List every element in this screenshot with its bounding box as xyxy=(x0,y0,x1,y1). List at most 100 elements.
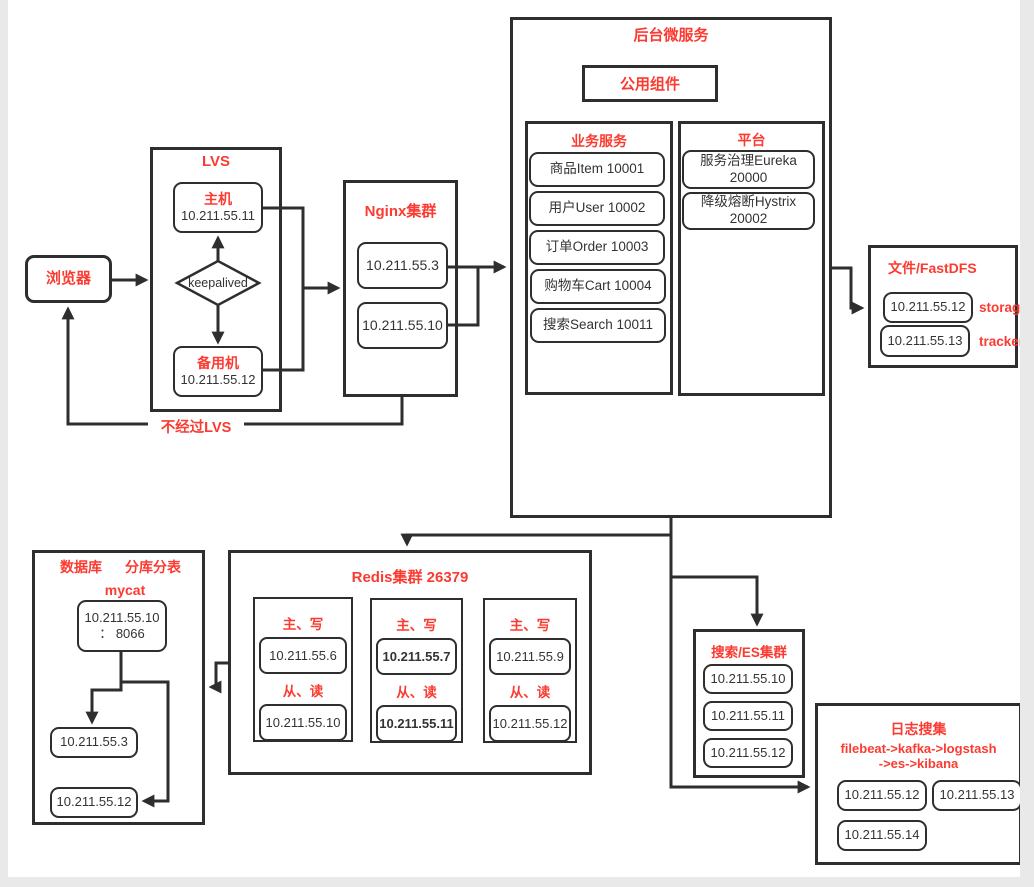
platform-container xyxy=(678,121,825,396)
redis-master-ip: 10.211.55.7 xyxy=(382,649,451,664)
redis-slave-ip: 10.211.55.11 xyxy=(379,716,454,731)
db-shard-ip: 10.211.55.3 xyxy=(60,734,128,750)
keepalived-diamond xyxy=(174,259,262,307)
redis-slave-node: 10.211.55.11 xyxy=(376,705,457,742)
platform-node: 降级熔断Hystrix 20002 xyxy=(682,192,815,230)
es-node-ip: 10.211.55.10 xyxy=(710,670,786,686)
redis-slave-ip: 10.211.55.10 xyxy=(265,715,341,730)
service-node: 用户User 10002 xyxy=(529,191,665,226)
redis-master-label: 主、写 xyxy=(282,617,324,632)
redis-slave-label: 从、读 xyxy=(509,685,551,700)
redis-slave-label: 从、读 xyxy=(282,684,324,699)
lvs-master-ip: 10.211.55.11 xyxy=(181,208,255,224)
mycat-title: mycat xyxy=(104,582,146,598)
nginx-node-ip: 10.211.55.10 xyxy=(362,316,443,333)
arrow-backend-to-es xyxy=(671,575,764,627)
logging-title: 日志搜集 xyxy=(890,721,947,737)
arrow-mycat-to-shard2 xyxy=(121,680,170,808)
lvs-container xyxy=(150,147,282,412)
logging-pipeline: filebeat->kafka->logstash xyxy=(840,741,997,756)
es-title: 搜索/ES集群 xyxy=(711,645,787,660)
platform-node-port: 20002 xyxy=(729,211,768,226)
arrow-redis-to-database xyxy=(208,661,228,694)
arrow-backend-to-redis xyxy=(400,533,671,547)
redis-title: Redis集群 26379 xyxy=(351,569,469,586)
service-node: 商品Item 10001 xyxy=(529,152,665,187)
nginx-output-rail xyxy=(448,265,480,327)
redis-master-ip: 10.211.55.9 xyxy=(496,649,564,664)
service-node: 订单Order 10003 xyxy=(529,230,665,265)
keepalived-label: keepalived xyxy=(188,276,248,290)
arrow-backend-to-fastdfs xyxy=(832,266,865,315)
platform-node-port: 20000 xyxy=(729,169,768,185)
fastdfs-container xyxy=(868,245,1018,368)
lvs-backup-ip: 10.211.55.12 xyxy=(180,372,256,388)
redis-master-label: 主、写 xyxy=(509,618,551,633)
fastdfs-node: 10.211.55.12 xyxy=(883,292,973,323)
redis-group: 主、写 10.211.55.9 从、读 10.211.55.12 xyxy=(483,598,577,743)
frame-bottom xyxy=(0,877,1034,887)
business-services-title: 业务服务 xyxy=(571,133,627,149)
service-node: 搜索Search 10011 xyxy=(530,308,666,343)
es-node: 10.211.55.10 xyxy=(703,664,793,694)
redis-slave-label: 从、读 xyxy=(396,685,437,700)
platform-title: 平台 xyxy=(737,132,766,148)
redis-master-label: 主、写 xyxy=(396,618,437,633)
redis-master-ip: 10.211.55.6 xyxy=(269,648,337,663)
nginx-node-ip: 10.211.55.3 xyxy=(366,256,439,273)
redis-master-node: 10.211.55.7 xyxy=(376,638,457,675)
redis-container xyxy=(228,550,592,775)
platform-node: 服务治理Eureka 20000 xyxy=(682,150,815,189)
logging-node-ip: 10.211.55.12 xyxy=(844,787,920,803)
fastdfs-title: 文件/FastDFS xyxy=(888,260,977,276)
business-services-container xyxy=(525,121,673,395)
lvs-title: LVS xyxy=(201,153,231,170)
database-title: 数据库 xyxy=(60,559,102,575)
nginx-node: 10.211.55.10 xyxy=(357,302,448,349)
fastdfs-role-label: tracker xyxy=(979,334,1025,349)
backend-container xyxy=(510,17,832,518)
service-label: 搜索Search 10011 xyxy=(542,317,654,333)
service-node: 购物车Cart 10004 xyxy=(530,269,666,304)
browser-node: 浏览器 xyxy=(25,255,112,303)
mycat-port: ： 8066 xyxy=(99,626,145,641)
nginx-container xyxy=(343,180,458,397)
bypass-lvs-label: 不经过LVS xyxy=(148,416,244,437)
logging-node-ip: 10.211.55.13 xyxy=(939,787,1015,803)
logging-node: 10.211.55.13 xyxy=(932,780,1022,811)
lvs-backup-node: 备用机 10.211.55.12 xyxy=(173,346,263,397)
lvs-master-node: 主机 10.211.55.11 xyxy=(173,182,263,233)
lvs-backup-label: 备用机 xyxy=(197,354,239,371)
service-label: 用户User 10002 xyxy=(548,200,646,216)
service-label: 商品Item 10001 xyxy=(549,161,645,177)
nginx-node: 10.211.55.3 xyxy=(357,242,448,289)
platform-node-label: 服务治理Eureka xyxy=(700,152,797,168)
fastdfs-role-label: storage xyxy=(979,300,1028,315)
frame-left xyxy=(0,0,8,887)
fastdfs-node-ip: 10.211.55.13 xyxy=(887,332,963,348)
redis-slave-ip: 10.211.55.12 xyxy=(492,716,568,731)
database-container xyxy=(32,550,205,825)
es-node: 10.211.55.12 xyxy=(703,738,793,768)
fastdfs-node-ip: 10.211.55.12 xyxy=(890,299,966,315)
db-shard-node: 10.211.55.3 xyxy=(50,727,138,758)
es-container xyxy=(693,629,805,778)
lvs-master-label: 主机 xyxy=(204,190,232,207)
arrow-mycat-to-shard1 xyxy=(85,652,123,725)
redis-group: 主、写 10.211.55.6 从、读 10.211.55.10 xyxy=(253,597,353,742)
mycat-ip: 10.211.55.10 xyxy=(84,609,160,625)
logging-node: 10.211.55.12 xyxy=(837,780,927,811)
logging-node: 10.211.55.14 xyxy=(837,820,927,851)
logging-node-ip: 10.211.55.14 xyxy=(844,827,920,843)
redis-group: 主、写 10.211.55.7 从、读 10.211.55.11 xyxy=(370,598,463,743)
arrow-backend-to-logging xyxy=(669,518,811,794)
db-shard-node: 10.211.55.12 xyxy=(50,787,138,818)
nginx-title: Nginx集群 xyxy=(364,203,437,220)
sharding-title: 分库分表 xyxy=(125,559,181,575)
redis-slave-node: 10.211.55.10 xyxy=(259,704,347,741)
es-node: 10.211.55.11 xyxy=(703,701,793,731)
backend-title: 后台微服务 xyxy=(633,27,709,44)
es-node-ip: 10.211.55.11 xyxy=(711,707,785,723)
